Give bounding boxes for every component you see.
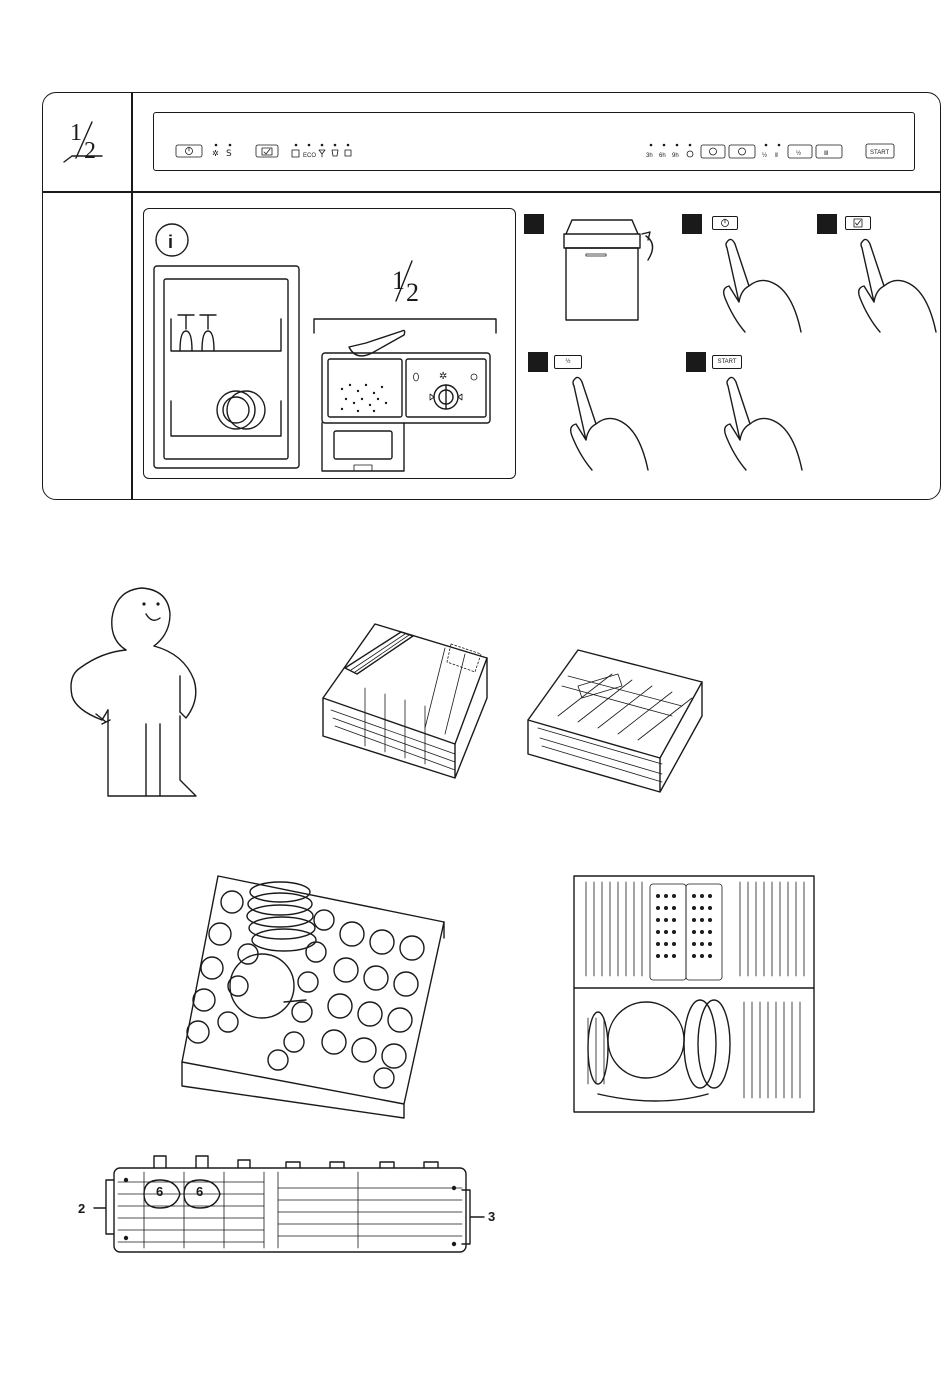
step-3-marker <box>817 214 837 234</box>
svg-text:Ⅱ: Ⅱ <box>775 153 778 159</box>
pointing-hand-icon <box>562 374 657 474</box>
svg-text:✲: ✲ <box>212 149 219 158</box>
loaded-upper-basket-illustration <box>174 872 456 1118</box>
svg-text:i: i <box>168 232 173 252</box>
callout-number-3: 3 <box>488 1209 495 1224</box>
svg-text:S: S <box>226 149 232 159</box>
right-bracket <box>460 1186 488 1248</box>
delay-3h: 3h <box>646 153 653 159</box>
panel-divider-horizontal <box>42 191 941 193</box>
dishwasher-door-illustration <box>560 216 670 324</box>
pointing-hand-icon <box>715 236 810 336</box>
pointing-hand-icon <box>716 374 811 474</box>
step-half-button[interactable]: ½ <box>554 355 582 369</box>
svg-text:2: 2 <box>84 138 96 164</box>
svg-text:2: 2 <box>406 278 419 307</box>
step-5-marker <box>686 352 706 372</box>
left-bracket <box>90 1176 116 1238</box>
svg-text:✲: ✲ <box>439 371 447 382</box>
panel-divider-vertical <box>131 92 133 500</box>
step-2-marker <box>682 214 702 234</box>
step-start-button[interactable]: START <box>712 355 742 369</box>
loaded-lower-basket-illustration <box>568 872 820 1118</box>
eco-label: ECO <box>303 153 316 159</box>
badge-b: 6 <box>196 1184 203 1199</box>
mr-ikea-figure <box>66 584 206 800</box>
cutlery-tray-illustration <box>108 1152 472 1262</box>
half-indicator: ½ <box>762 152 767 159</box>
svg-text:1: 1 <box>70 120 82 146</box>
callout-number-2: 2 <box>78 1201 85 1216</box>
step-program-button[interactable] <box>845 216 871 230</box>
pointing-hand-icon <box>850 236 945 336</box>
step-4-marker <box>528 352 548 372</box>
delay-9h: 9h <box>672 153 679 159</box>
lower-basket-illustration <box>522 646 710 796</box>
info-subpanel: i 1 2 ✲ <box>143 208 516 479</box>
svg-text:Ⅲ: Ⅲ <box>824 151 828 157</box>
delay-6h: 6h <box>659 153 666 159</box>
step-1-marker <box>524 214 544 234</box>
svg-text:½: ½ <box>796 150 801 157</box>
svg-text:1: 1 <box>392 266 405 295</box>
upper-basket-illustration <box>305 618 495 784</box>
badge-a: 6 <box>156 1184 163 1199</box>
start-label: START <box>870 150 889 156</box>
half-load-symbol: 1 2 <box>62 118 108 168</box>
step-power-button[interactable] <box>712 216 738 230</box>
control-panel: ✲ S ECO 3h 6h 9h ½ Ⅱ ½ Ⅲ START <box>153 112 915 171</box>
